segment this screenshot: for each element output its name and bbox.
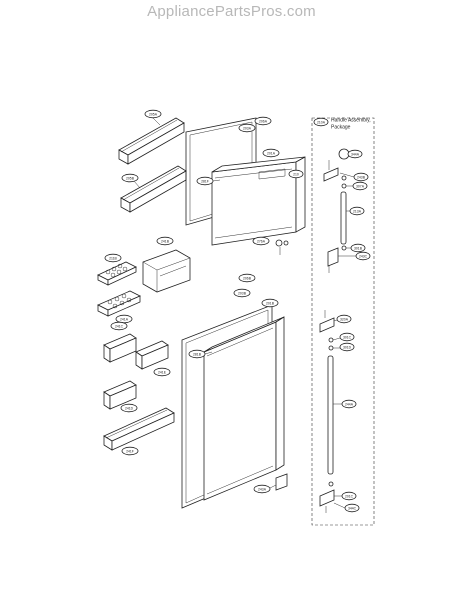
svg-text:241C: 241C: [115, 324, 124, 328]
svg-text:206A: 206A: [259, 119, 268, 123]
svg-text:281B: 281B: [193, 352, 202, 356]
svg-text:213A: 213A: [353, 209, 362, 213]
svg-text:301B: 301B: [354, 246, 363, 250]
callout-301D: 301D: [333, 342, 355, 352]
callout-241D: 241D: [120, 403, 138, 413]
watermark: AppliancePartsPros.com: [147, 3, 316, 20]
door-bin-241E: [135, 340, 169, 370]
callout-205B: 205B: [121, 173, 141, 189]
svg-text:203B: 203B: [238, 291, 247, 295]
callout-213A: 213A: [346, 206, 365, 216]
callout-241E: 241E: [153, 367, 171, 377]
svg-text:201A: 201A: [267, 151, 276, 155]
svg-text:244A: 244A: [345, 402, 354, 406]
svg-text:301C: 301C: [343, 335, 352, 339]
handle-box-title: Handle Assembly, Package: [331, 118, 371, 131]
callout-210: 210: [288, 169, 304, 179]
callout-281F: 281F: [196, 176, 221, 186]
callout-241A: 241A: [115, 314, 133, 324]
svg-text:210A: 210A: [317, 120, 326, 124]
svg-text:320A: 320A: [340, 317, 349, 321]
freezer-door: [211, 156, 306, 246]
svg-text:201C: 201C: [345, 494, 354, 498]
upper-handle: [323, 148, 350, 273]
svg-text:Handle Assembly,: Handle Assembly,: [331, 118, 371, 124]
ice-bin-241B: [142, 249, 191, 293]
callout-210A: 210A: [313, 117, 329, 127]
callout-206B: 206B: [238, 273, 256, 283]
svg-text:243A: 243A: [258, 487, 267, 491]
svg-text:344A: 344A: [351, 152, 360, 156]
callout-344C: 344C: [333, 502, 360, 513]
svg-text:Package: Package: [331, 125, 351, 131]
callout-211B: 211B: [104, 253, 122, 263]
callout-301B: 301B: [346, 243, 366, 253]
svg-text:203A: 203A: [243, 126, 252, 130]
callout-243C: 243C: [338, 251, 371, 261]
svg-text:241F: 241F: [126, 449, 134, 453]
callout-206A: 206A: [254, 116, 272, 126]
svg-text:206B: 206B: [243, 276, 252, 280]
svg-text:301D: 301D: [343, 345, 352, 349]
callout-201A: 201A: [262, 148, 280, 158]
callout-201B: 201B: [261, 298, 279, 308]
svg-text:201B: 201B: [266, 301, 275, 305]
door-bin-205A: [118, 117, 185, 165]
callout-320A: 320A: [333, 314, 352, 324]
door-bin-205B: [120, 165, 187, 213]
svg-text:344C: 344C: [348, 506, 357, 510]
ice-tray-241A: [97, 290, 141, 317]
svg-text:281F: 281F: [201, 179, 209, 183]
refrigerator-door: [203, 316, 285, 501]
svg-text:241D: 241D: [125, 406, 134, 410]
callout-203B: 203B: [233, 288, 251, 298]
svg-text:241E: 241E: [158, 370, 167, 374]
handle-assembly-box: [311, 117, 375, 526]
callout-203A: 203A: [238, 123, 256, 133]
svg-text:243C: 243C: [359, 254, 368, 258]
door-bin-241C: [103, 333, 137, 363]
bottom-hinge: [275, 473, 288, 491]
callout-344A: 344A: [347, 149, 363, 159]
svg-text:241B: 241B: [161, 239, 170, 243]
callout-241C: 241C: [110, 321, 128, 331]
callout-276A: 276A: [252, 236, 270, 246]
ice-tray-211B: [97, 261, 137, 286]
callout-307A: 307A: [346, 181, 368, 191]
callout-201C: 201C: [334, 491, 357, 501]
svg-text:210: 210: [293, 172, 299, 176]
svg-text:276A: 276A: [257, 239, 266, 243]
svg-text:241A: 241A: [120, 317, 129, 321]
svg-text:205B: 205B: [126, 176, 135, 180]
svg-text:205A: 205A: [149, 112, 158, 116]
callout-243A: 243A: [253, 484, 277, 494]
lower-handle: [319, 310, 335, 513]
callout-241F: 241F: [121, 446, 139, 456]
callout-243B: 243B: [339, 172, 369, 182]
door-bin-241D: [103, 380, 137, 410]
callout-205A: 205A: [144, 109, 162, 126]
callout-241B: 241B: [156, 236, 174, 246]
door-bin-241F: [103, 407, 175, 451]
callout-244A: 244A: [333, 399, 357, 409]
svg-text:307A: 307A: [356, 184, 365, 188]
freezer-hinge: [275, 239, 289, 255]
callout-281B: 281B: [188, 349, 213, 359]
callout-301C: 301C: [332, 332, 355, 342]
svg-text:211B: 211B: [109, 256, 117, 260]
svg-text:243B: 243B: [357, 175, 366, 179]
